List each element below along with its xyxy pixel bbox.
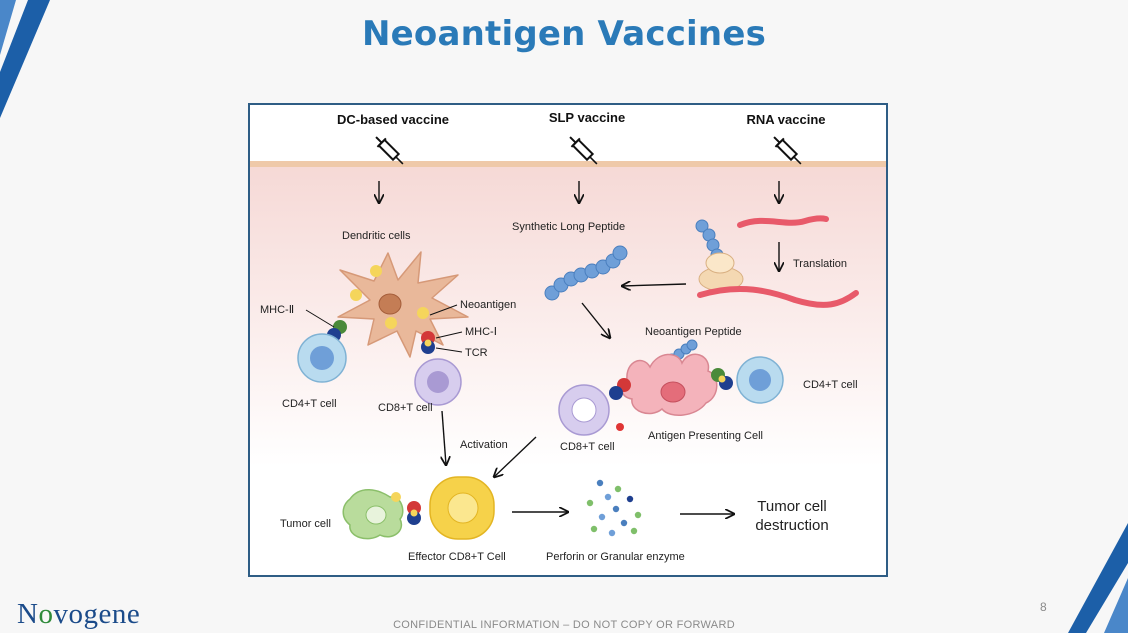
cd4-t-cell-nucleus [310, 346, 334, 370]
label-neoantigen: Neoantigen [460, 299, 516, 311]
syringe-icon [773, 136, 802, 165]
page-number: 8 [1040, 600, 1047, 614]
tcr-complex [421, 340, 435, 354]
arrow-rna-to-slp [622, 284, 687, 286]
label-cd4-right: CD4+T cell [803, 379, 858, 391]
mrna-translated [697, 285, 859, 308]
neoantigen-dot [410, 509, 418, 517]
header-rna-vaccine: RNA vaccine [747, 112, 826, 127]
neoantigen-dot [350, 289, 362, 301]
label-mhc-i: MHC-Ⅰ [465, 326, 497, 338]
arrow-right-activation [494, 436, 537, 477]
neoantigen-dot [718, 375, 726, 383]
leader-line [305, 309, 335, 328]
effector-nucleus [447, 492, 479, 524]
cd8-t-cell-right-nucleus [571, 397, 597, 423]
label-translation: Translation [793, 258, 847, 270]
leader-line [429, 304, 458, 316]
logo-text-accent: o [38, 598, 54, 630]
label-mhc-ii: MHC-Ⅱ [260, 304, 294, 316]
label-cd8-right: CD8+T cell [560, 441, 615, 453]
label-effector: Effector CD8+T Cell [408, 551, 506, 563]
arrow-slp-to-apc [581, 302, 610, 338]
syringe-icon [569, 136, 598, 165]
label-neoantigen-peptide: Neoantigen Peptide [645, 326, 742, 338]
tcr-complex [407, 511, 421, 525]
neoantigen-dot [391, 492, 401, 502]
label-perforin: Perforin or Granular enzyme [546, 551, 685, 563]
leader-line [435, 331, 463, 339]
corner-stripes-bottom-right [1068, 523, 1128, 633]
neoantigen-dot [370, 265, 382, 277]
label-apc: Antigen Presenting Cell [648, 430, 763, 442]
logo-text: vogene [53, 598, 141, 630]
logo-text: N [17, 598, 39, 630]
mrna-strand [737, 215, 829, 228]
corner-stripes-top-left [0, 0, 50, 118]
vaccine-diagram: DC-based vaccine SLP vaccine RNA vaccine [248, 103, 888, 577]
label-synthetic-long-peptide: Synthetic Long Peptide [512, 221, 625, 233]
label-cd8-left: CD8+T cell [378, 402, 433, 414]
cd4-t-cell-right-nucleus [749, 369, 771, 391]
neoantigen-dot [424, 339, 432, 347]
skin-layer [250, 161, 886, 167]
label-tcr: TCR [465, 347, 488, 359]
label-activation: Activation [460, 439, 508, 451]
neoantigen-dot [385, 317, 397, 329]
novogene-logo: Novogene [17, 598, 140, 631]
header-dc-vaccine: DC-based vaccine [337, 112, 449, 127]
arrow-left-activation [442, 410, 446, 465]
label-dendritic-cells: Dendritic cells [342, 230, 411, 242]
synthetic-long-peptide [544, 245, 628, 301]
tcr-complex [609, 386, 623, 400]
dendritic-nucleus [378, 293, 402, 315]
slide-title: Neoantigen Vaccines [361, 14, 767, 54]
label-destruction-line2: destruction [755, 517, 828, 534]
diagram-canvas: DC-based vaccine SLP vaccine RNA vaccine [250, 110, 886, 563]
mhc-complex [407, 501, 421, 515]
tumor-nucleus [365, 505, 387, 525]
syringe-icon [375, 136, 404, 165]
label-destruction-line1: Tumor cell [757, 498, 826, 515]
leader-line [435, 347, 463, 353]
perforin-granules [586, 479, 642, 537]
cd8-t-cell-nucleus [427, 371, 449, 393]
apc-nucleus [660, 381, 686, 403]
neoantigen-dot [417, 307, 429, 319]
header-slp-vaccine: SLP vaccine [549, 110, 625, 125]
ribosome-large [705, 252, 735, 274]
confidential-footer: CONFIDENTIAL INFORMATION – DO NOT COPY O… [393, 619, 735, 631]
label-tumor-cell: Tumor cell [280, 518, 331, 530]
dendritic-cell [337, 251, 469, 358]
label-cd4-left: CD4+T cell [282, 398, 337, 410]
cursor-marker [616, 423, 624, 431]
